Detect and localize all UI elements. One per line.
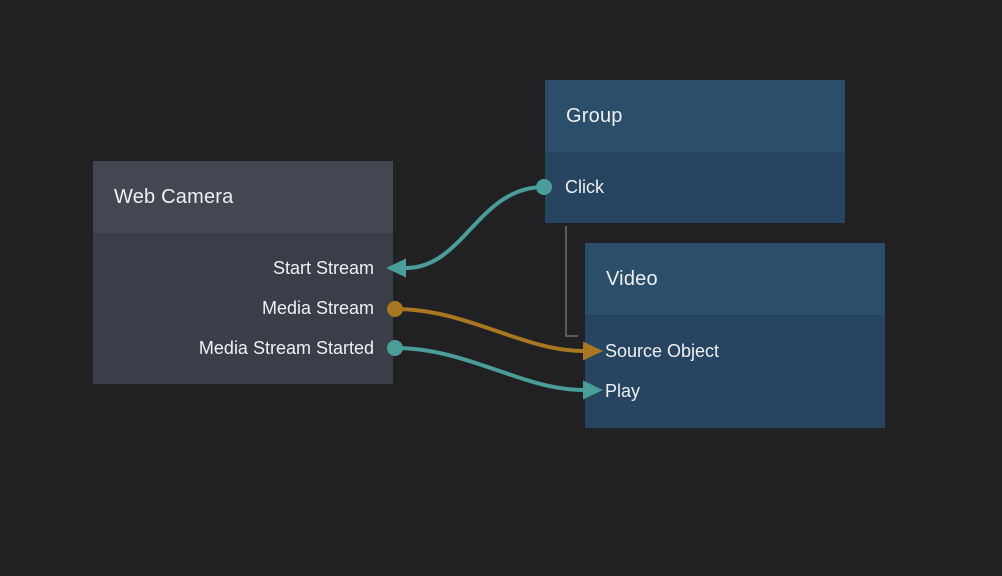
- node-web-camera-body: Start Stream Media Stream Media Stream S…: [93, 233, 393, 384]
- port-arrow-start-stream-icon[interactable]: [386, 258, 406, 278]
- port-row-start-stream: Start Stream: [93, 248, 374, 288]
- port-row-play: Play: [605, 371, 885, 411]
- node-video-header[interactable]: Video: [585, 243, 885, 315]
- node-group-header[interactable]: Group: [545, 80, 845, 152]
- port-label: Media Stream: [261, 298, 374, 318]
- wire-click-to-start-stream[interactable]: [404, 185, 546, 270]
- node-title: Group: [566, 104, 623, 127]
- wire-media-stream-to-source-object[interactable]: [393, 307, 586, 353]
- port-label: Source Object: [605, 341, 720, 361]
- port-dot-click-icon[interactable]: [536, 179, 552, 195]
- wire-media-stream-started-to-play[interactable]: [393, 346, 586, 392]
- port-row-media-stream: Media Stream: [93, 288, 374, 328]
- node-title: Web Camera: [114, 185, 234, 208]
- port-label: Start Stream: [272, 258, 374, 278]
- port-arrow-source-object-icon[interactable]: [583, 341, 603, 361]
- port-arrow-play-icon[interactable]: [583, 380, 603, 400]
- port-label: Play: [605, 381, 641, 401]
- port-row-media-stream-started: Media Stream Started: [93, 328, 374, 368]
- node-web-camera-header[interactable]: Web Camera: [93, 161, 393, 233]
- node-video[interactable]: Video Source Object Play: [585, 243, 885, 428]
- node-group-body: Click: [545, 152, 845, 223]
- port-dot-media-stream-icon[interactable]: [387, 301, 403, 317]
- port-dot-media-stream-started-icon[interactable]: [387, 340, 403, 356]
- node-video-body: Source Object Play: [585, 315, 885, 428]
- port-row-source-object: Source Object: [605, 331, 885, 371]
- node-web-camera[interactable]: Web Camera Start Stream Media Stream Med…: [93, 161, 393, 384]
- link-group-to-video: [565, 226, 578, 337]
- node-group[interactable]: Group Click: [545, 80, 845, 223]
- port-row-click: Click: [565, 167, 845, 207]
- port-label: Click: [565, 177, 604, 197]
- port-label: Media Stream Started: [198, 338, 374, 358]
- node-title: Video: [606, 267, 658, 290]
